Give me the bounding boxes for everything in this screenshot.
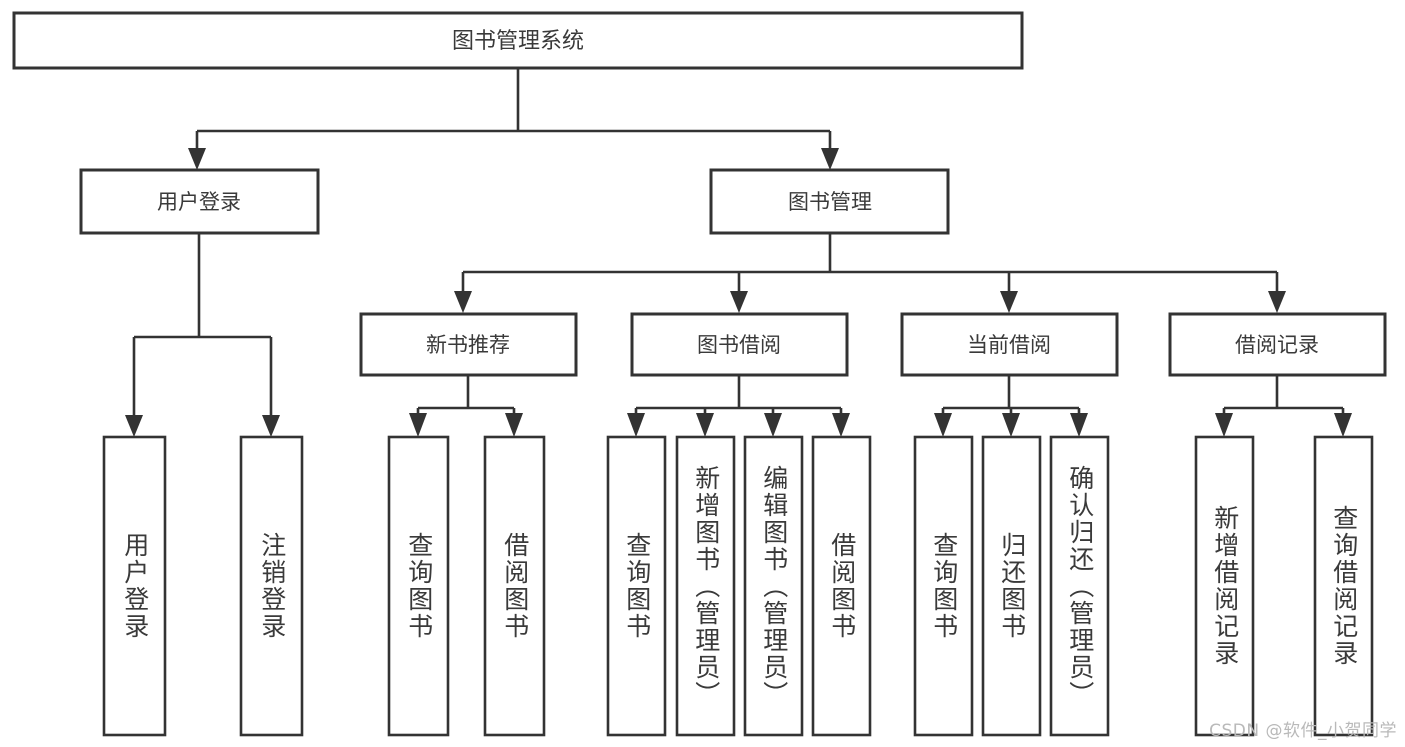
arrowhead-book-manage <box>821 148 839 170</box>
arrowhead-leaf-add-book <box>696 413 714 437</box>
arrowhead-user-login <box>188 148 206 170</box>
leaf-box-query-record[interactable] <box>1313 435 1374 737</box>
node-root[interactable]: 图书管理系统 <box>12 11 1024 70</box>
arrowhead-leaf-return-book <box>1002 413 1020 437</box>
node-borrow-record-label: 借阅记录 <box>1235 333 1319 357</box>
arrowhead-leaf-query-book-3 <box>934 413 952 437</box>
connector-book-manage-to-level3 <box>454 233 1286 313</box>
arrowhead-leaf-confirm-return <box>1070 413 1088 437</box>
node-new-book-recommend-label: 新书推荐 <box>426 333 510 357</box>
arrowhead-leaf-query-record <box>1334 413 1352 437</box>
connector-borrow-record-to-leaves <box>1215 375 1352 437</box>
node-user-login-label: 用户登录 <box>157 190 241 214</box>
leaf-box-logout[interactable] <box>239 435 304 737</box>
leaf-box-borrow-book-1[interactable] <box>483 435 546 737</box>
node-borrow-record[interactable]: 借阅记录 <box>1168 312 1387 377</box>
leaf-box-return-book[interactable] <box>981 435 1042 737</box>
node-book-borrow-label: 图书借阅 <box>697 333 781 357</box>
connector-root-to-level2 <box>188 68 839 170</box>
leaf-box-borrow-book-2[interactable] <box>811 435 872 737</box>
connector-new-book-recommend-to-leaves <box>409 375 523 437</box>
leaf-box-query-book-2[interactable] <box>606 435 667 737</box>
leaf-box-query-book-3[interactable] <box>913 435 974 737</box>
arrowhead-leaf-logout <box>262 415 280 437</box>
arrowhead-leaf-edit-book <box>764 413 782 437</box>
arrowhead-new-book-recommend <box>454 291 472 313</box>
node-book-borrow[interactable]: 图书借阅 <box>630 312 849 377</box>
node-current-borrow-box[interactable] <box>900 312 1119 377</box>
leaf-box-query-book-1[interactable] <box>387 435 450 737</box>
node-current-borrow[interactable]: 当前借阅 <box>900 312 1119 377</box>
leaf-box-edit-book[interactable] <box>743 435 804 737</box>
arrowhead-leaf-query-book-2 <box>627 413 645 437</box>
node-current-borrow-label: 当前借阅 <box>967 333 1051 357</box>
connector-book-borrow-to-leaves <box>627 375 850 437</box>
connector-user-login-to-leaves <box>125 233 280 437</box>
node-user-login[interactable]: 用户登录 <box>79 168 320 235</box>
node-new-book-recommend[interactable]: 新书推荐 <box>359 312 578 377</box>
arrowhead-current-borrow <box>1000 291 1018 313</box>
connector-current-borrow-to-leaves <box>934 375 1088 437</box>
leaf-box-user-login[interactable] <box>102 435 167 737</box>
node-book-manage[interactable]: 图书管理 <box>709 168 950 235</box>
leaf-box-confirm-return[interactable] <box>1049 435 1110 737</box>
node-book-borrow-box[interactable] <box>630 312 849 377</box>
watermark-text: CSDN @软件_小贺同学 <box>1209 721 1397 741</box>
node-borrow-record-box[interactable] <box>1168 312 1387 377</box>
node-new-book-recommend-box[interactable] <box>359 312 578 377</box>
leaf-box-add-book[interactable] <box>675 435 736 737</box>
node-root-box[interactable] <box>12 11 1024 70</box>
arrowhead-leaf-borrow-book-1 <box>505 413 523 437</box>
arrowhead-leaf-add-record <box>1215 413 1233 437</box>
arrowhead-leaf-query-book-1 <box>409 413 427 437</box>
arrowhead-leaf-user-login <box>125 415 143 437</box>
leaf-box-add-record[interactable] <box>1194 435 1255 737</box>
node-book-manage-label: 图书管理 <box>788 190 872 214</box>
node-book-manage-box[interactable] <box>709 168 950 235</box>
arrowhead-book-borrow <box>730 291 748 313</box>
arrowhead-leaf-borrow-book-2 <box>832 413 850 437</box>
node-user-login-box[interactable] <box>79 168 320 235</box>
node-root-label: 图书管理系统 <box>452 29 584 54</box>
arrowhead-borrow-record <box>1268 291 1286 313</box>
